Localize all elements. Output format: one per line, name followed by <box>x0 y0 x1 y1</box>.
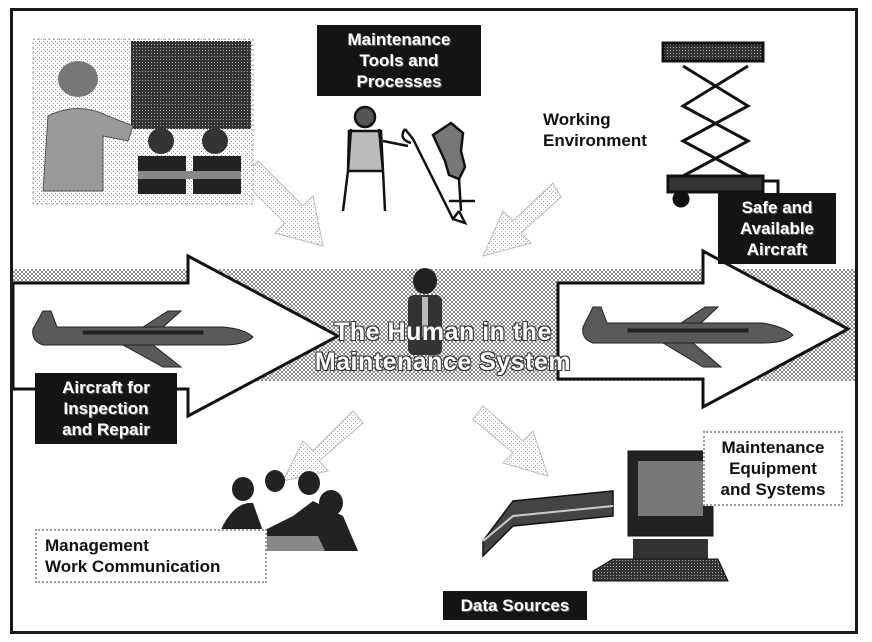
label-maintenance-tools: Maintenance Tools and Processes <box>317 25 481 96</box>
label-working-environment: Working Environment <box>543 109 673 151</box>
label-line: Tools and <box>359 51 439 70</box>
label-line: and Repair <box>62 420 150 439</box>
mechanic-tools-picture <box>341 105 475 226</box>
title-line: The Human in the <box>334 318 552 346</box>
label-line: Safe and <box>741 198 813 217</box>
label-line: Management <box>45 536 149 555</box>
human-figure-icon <box>408 268 442 355</box>
label-line: Working <box>543 110 611 129</box>
arrow-from-environment <box>482 182 562 257</box>
label-line: Equipment <box>729 459 817 478</box>
airplane-left-icon <box>32 310 254 368</box>
label-line: and Systems <box>720 480 826 499</box>
label-line: Data Sources <box>460 596 570 615</box>
arrow-to-data <box>472 405 549 477</box>
label-line: Environment <box>543 131 647 150</box>
data-sources-picture <box>482 450 729 582</box>
label-line: Aircraft for <box>62 378 150 397</box>
arrow-from-training <box>240 160 324 247</box>
airplane-right-icon <box>582 306 794 368</box>
diagram-artwork <box>13 38 855 582</box>
label-line: Processes <box>356 72 442 91</box>
diagram-frame: Maintenance Tools and Processes Working … <box>10 8 858 634</box>
label-aircraft-inspection: Aircraft for Inspection and Repair <box>35 373 177 444</box>
label-line: Available <box>739 219 815 238</box>
label-line: Aircraft <box>746 240 808 259</box>
diagram-title: The Human in the Maintenance System <box>283 317 603 377</box>
training-picture <box>32 38 254 205</box>
label-line: Inspection <box>63 399 149 418</box>
label-data-sources: Data Sources <box>443 591 587 620</box>
label-management: Management Work Communication <box>35 529 267 583</box>
label-line: Maintenance <box>347 30 451 49</box>
label-line: Maintenance <box>721 438 825 457</box>
label-line: Work Communication <box>45 557 221 576</box>
title-line: Maintenance System <box>314 348 572 376</box>
label-maintenance-equipment: Maintenance Equipment and Systems <box>703 431 843 506</box>
scissor-lift-picture <box>661 41 780 208</box>
arrow-to-management <box>282 410 364 482</box>
label-safe-aircraft: Safe and Available Aircraft <box>718 193 836 264</box>
